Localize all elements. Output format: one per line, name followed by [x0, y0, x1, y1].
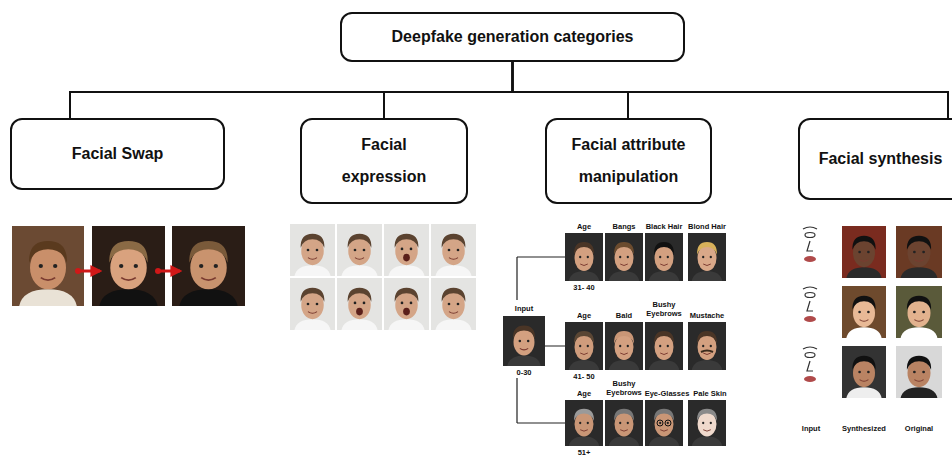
attribute-face [688, 233, 726, 281]
attribute-face [605, 400, 643, 446]
category-label: Facial attribute manipulation [564, 129, 694, 193]
attribute-face [605, 233, 643, 281]
swapped-face [172, 226, 245, 306]
mouth-sketch [804, 376, 816, 382]
image-label: Eye-Glasses [645, 389, 690, 398]
image-label: 51+ [578, 448, 591, 457]
target-face [92, 226, 165, 306]
image-label: Age [577, 222, 591, 231]
glasses [657, 420, 663, 426]
expression-face [290, 224, 335, 276]
attribute-face [565, 233, 603, 281]
input-face [503, 316, 545, 366]
tree-connector [70, 62, 513, 118]
image-label: 31- 40 [573, 283, 594, 292]
attribute-face [605, 322, 643, 370]
image-label: Bushy Eyebrows [604, 379, 644, 397]
eye-sketch [805, 293, 815, 298]
attribute-face [688, 322, 726, 370]
facial-expression-photos [290, 224, 476, 330]
original-face [896, 286, 942, 338]
image-label: Age [577, 311, 591, 320]
attribute-face [645, 233, 683, 281]
synthesized-face [842, 346, 886, 398]
image-label: 0-30 [516, 368, 531, 377]
image-label: Bushy Eyebrows [644, 300, 684, 318]
nose-sketch [807, 361, 813, 371]
attribute-face [645, 322, 683, 370]
tree-connector [513, 62, 949, 118]
eye-sketch [805, 353, 815, 358]
eyebrow-sketch [803, 227, 817, 229]
attribute-face [565, 322, 603, 370]
attribute-face [688, 400, 726, 446]
expression-face [337, 224, 382, 276]
mouth-sketch [804, 316, 816, 322]
expression-face [337, 278, 382, 330]
expression-face [384, 224, 429, 276]
category-label: Facial expression [329, 129, 439, 193]
image-label: Black Hair [646, 222, 683, 231]
image-label: Blond Hair [688, 222, 726, 231]
swap-arrow [158, 270, 180, 273]
image-label: Synthesized [842, 424, 886, 433]
original-face [896, 226, 942, 278]
image-label: Input [802, 424, 820, 433]
attribute-face [565, 400, 603, 446]
image-label: Input [515, 304, 533, 313]
category-box: Facial expression [300, 118, 468, 204]
synthesized-face [842, 226, 886, 278]
eyebrow-sketch [803, 287, 817, 289]
tree-connector [513, 62, 629, 118]
root-box: Deepfake generation categories [340, 12, 685, 62]
expression-face [431, 224, 476, 276]
eye-sketch [805, 233, 815, 238]
swap-arrow [78, 270, 100, 273]
category-box: Facial attribute manipulation [545, 118, 712, 204]
mustache [701, 351, 713, 353]
image-label: Mustache [690, 311, 725, 320]
category-label: Facial synthesis [819, 149, 943, 169]
image-label: Age [577, 389, 591, 398]
root-label: Deepfake generation categories [392, 27, 634, 47]
attribute-face [645, 400, 683, 446]
tree-connector [384, 62, 513, 118]
category-box: Facial synthesis [798, 118, 952, 200]
image-label: 41- 50 [573, 372, 594, 381]
image-label: Bangs [613, 222, 636, 231]
synthesized-face [842, 286, 886, 338]
expression-face [384, 278, 429, 330]
expression-face [431, 278, 476, 330]
attribute-photos [503, 233, 726, 446]
source-face [12, 226, 84, 306]
facial-swap-photos [12, 226, 245, 306]
glasses [665, 420, 671, 426]
category-label: Facial Swap [72, 144, 164, 164]
bracket-lines [517, 257, 565, 423]
nose-sketch [807, 241, 813, 251]
mouth-sketch [804, 256, 816, 262]
eyebrow-sketch [803, 347, 817, 349]
image-label: Original [905, 424, 933, 433]
synthesis-inputs [803, 227, 817, 382]
image-label: Bald [616, 311, 632, 320]
original-face [896, 346, 942, 398]
nose-sketch [807, 301, 813, 311]
synthesis-photos [842, 226, 942, 398]
image-label: Pale Skin [693, 389, 726, 398]
category-box: Facial Swap [10, 118, 225, 190]
expression-face [290, 278, 335, 330]
